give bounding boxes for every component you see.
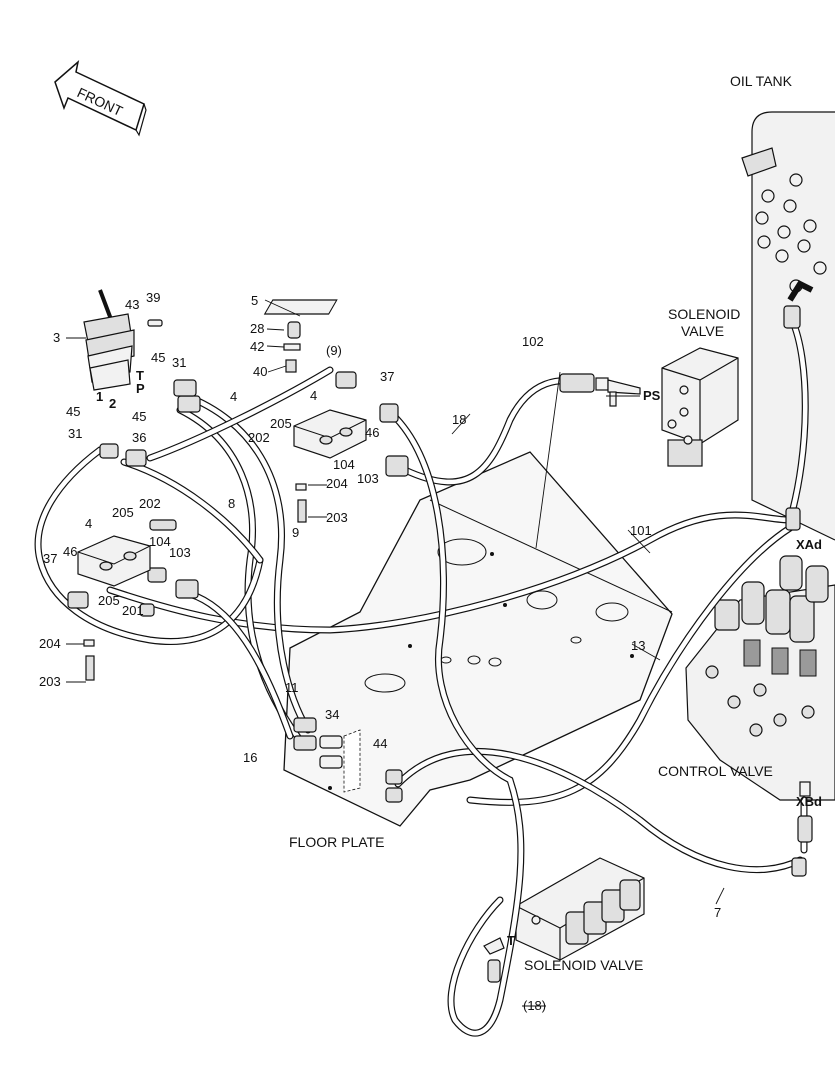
callout-28: 28 [250,321,264,336]
callout-45c: 45 [132,409,146,424]
port-xbd: XBd [796,794,822,809]
callout-46a: 46 [365,425,379,440]
callout-8: 8 [228,496,235,511]
callout-104a: 104 [333,457,355,472]
pilot-valve-joystick [83,289,163,391]
callout-45a: 45 [151,350,165,365]
callout-103a: 103 [357,471,379,486]
front-arrow: FRONT [54,59,147,137]
callout-31a: 31 [172,355,186,370]
port-t-bottom: T [507,933,515,948]
solenoid-valve-top [661,347,739,467]
leader-lines [66,299,725,1007]
callout-204a: 204 [326,476,348,491]
callout-205b: 205 [112,505,134,520]
control-valve-label: CONTROL VALVE [658,763,773,779]
callout-13: 13 [631,638,645,653]
callout-36: 36 [132,430,146,445]
port-xad: XAd [796,537,822,552]
callout-9-paren: (9) [326,343,342,358]
callout-104b: 104 [149,534,171,549]
callout-42: 42 [250,339,264,354]
floor-plate-label: FLOOR PLATE [289,834,384,850]
port-p: P [136,381,145,396]
callout-9: 9 [292,525,299,540]
callout-205c: 205 [98,593,120,608]
callout-40: 40 [253,364,267,379]
callout-18-paren: (18) [523,998,546,1013]
callout-203a: 203 [326,510,348,525]
port-t: T [136,368,144,383]
callout-34: 34 [325,707,339,722]
callout-203b: 203 [39,674,61,689]
callout-3: 3 [53,330,60,345]
tank-port-grid [755,173,827,293]
port-ps: PS [643,388,661,403]
callout-201: 201 [122,603,144,618]
solenoid-valve-top-label-1: SOLENOID [668,306,740,322]
callout-43: 43 [125,297,139,312]
solenoid-valve-bottom [515,857,645,961]
callout-4c: 4 [85,516,92,531]
shuttle-block-left [77,519,177,681]
callout-11: 11 [285,680,299,695]
callout-5: 5 [251,293,258,308]
shuttle-block-top [263,299,367,523]
callout-39: 39 [146,290,160,305]
callout-4a: 4 [230,389,237,404]
callout-16: 16 [243,750,257,765]
hose-lines [34,316,809,1037]
control-valve [685,555,835,801]
callout-202a: 202 [248,430,270,445]
callout-44: 44 [373,736,387,751]
floor-plate [283,451,673,827]
callout-4b: 4 [310,388,317,403]
oil-tank-label: OIL TANK [730,73,793,89]
solenoid-valve-top-label-2: VALVE [681,323,724,339]
callout-numbers: 39 43 3 45 31 45 45 31 36 5 28 42 40 (9)… [39,290,721,1013]
callout-7: 7 [714,905,721,920]
callout-202b: 202 [139,496,161,511]
callout-103b: 103 [169,545,191,560]
callout-204b: 204 [39,636,61,651]
callout-37b: 37 [43,551,57,566]
callout-31b: 31 [68,426,82,441]
callout-102: 102 [522,334,544,349]
callout-205a: 205 [270,416,292,431]
port-1: 1 [96,389,103,404]
callout-46b: 46 [63,544,77,559]
port-2: 2 [109,396,116,411]
callout-45b: 45 [66,404,80,419]
fittings [67,280,814,983]
solenoid-valve-bottom-label: SOLENOID VALVE [524,957,643,973]
callout-18: 18 [452,412,466,427]
callout-37a: 37 [380,369,394,384]
callout-101: 101 [630,523,652,538]
